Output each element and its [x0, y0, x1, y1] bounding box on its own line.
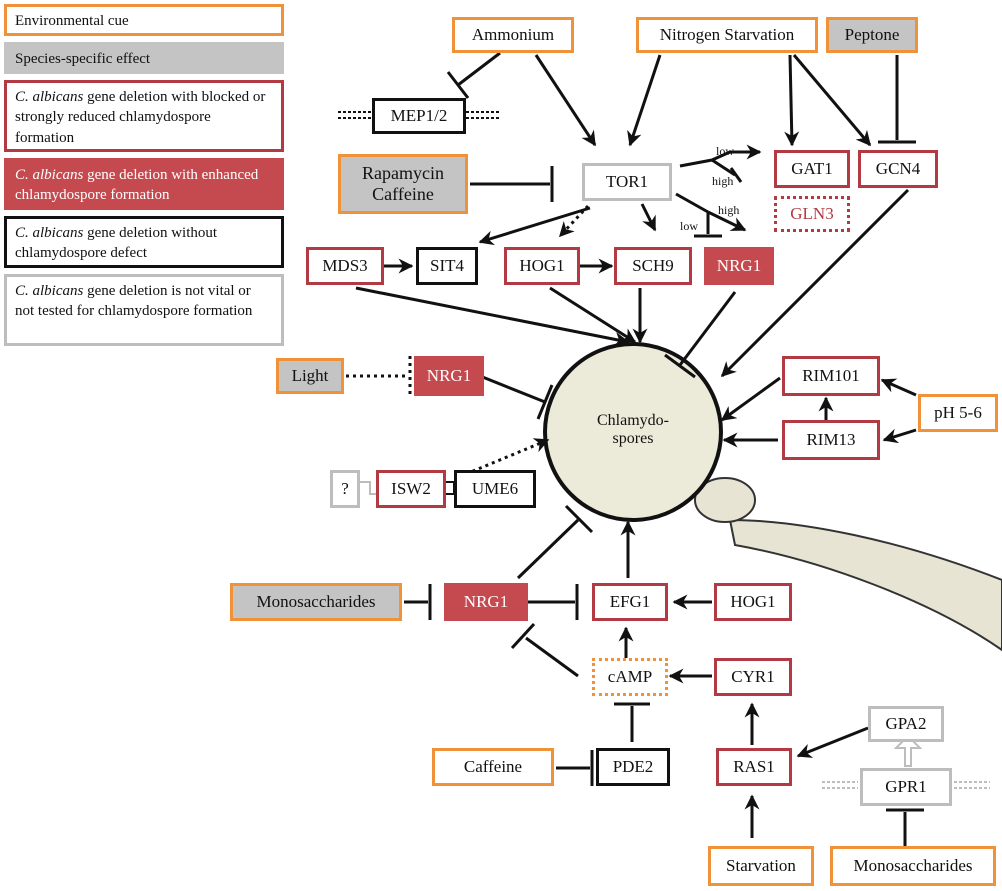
label-high-top: high	[712, 174, 734, 188]
node-light: Light	[276, 358, 344, 394]
legend-text: gene deletion with enhanced chlamydospor…	[15, 167, 259, 204]
legend-species-specific: Species-specific effect	[4, 42, 284, 74]
node-hog1-bottom: HOG1	[714, 583, 792, 621]
legend-not-tested: C. albicans gene deletion is not vital o…	[4, 274, 284, 346]
label-low-mid: low	[680, 219, 698, 233]
legend-blocked: C. albicans gene deletion with blocked o…	[4, 80, 284, 152]
legend-species: C. albicans	[15, 167, 84, 183]
legend-species: C. albicans	[15, 283, 84, 299]
node-rim13: RIM13	[782, 420, 880, 460]
node-camp: cAMP	[592, 658, 668, 696]
node-ph: pH 5-6	[918, 394, 998, 432]
legend-text: gene deletion is not vital or not tested…	[15, 283, 253, 320]
label-low-top: low	[716, 144, 734, 158]
node-sit4: SIT4	[416, 247, 478, 285]
node-pde2: PDE2	[596, 748, 670, 786]
legend-environmental-cue: Environmental cue	[4, 4, 284, 36]
node-rapamycin-caffeine: Rapamycin Caffeine	[338, 154, 468, 214]
node-ras1: RAS1	[716, 748, 792, 786]
legend-no-defect: C. albicans gene deletion without chlamy…	[4, 216, 284, 268]
node-gpa2: GPA2	[868, 706, 944, 742]
node-gat1: GAT1	[774, 150, 850, 188]
node-sch9: SCH9	[614, 247, 692, 285]
node-question: ?	[330, 470, 360, 508]
node-hog1-top: HOG1	[504, 247, 580, 285]
node-mep12: MEP1/2	[372, 98, 466, 134]
legend-text: Environmental cue	[15, 13, 129, 29]
node-monosaccharides-right: Monosaccharides	[830, 846, 996, 886]
node-nitrogen-starvation: Nitrogen Starvation	[636, 17, 818, 53]
node-efg1: EFG1	[592, 583, 668, 621]
node-nrg1-bottom: NRG1	[444, 583, 528, 621]
chlamydospore-cell	[543, 342, 723, 522]
node-peptone: Peptone	[826, 17, 918, 53]
node-isw2: ISW2	[376, 470, 446, 508]
node-chlamydospores: Chlamydo-spores	[597, 412, 669, 447]
node-gpr1: GPR1	[860, 768, 952, 806]
gpr1-to-gpa2-arrow	[893, 734, 923, 767]
legend-text: Species-specific effect	[15, 51, 151, 67]
node-tor1: TOR1	[582, 163, 672, 201]
node-cyr1: CYR1	[714, 658, 792, 696]
node-gln3: GLN3	[774, 196, 850, 232]
label-high-mid: high	[718, 203, 740, 217]
node-starvation: Starvation	[708, 846, 814, 886]
node-ume6: UME6	[454, 470, 536, 508]
node-caffeine: Caffeine	[432, 748, 554, 786]
node-gcn4: GCN4	[858, 150, 938, 188]
node-nrg1-top: NRG1	[704, 247, 774, 285]
legend-text: gene deletion with blocked or strongly r…	[15, 89, 266, 146]
node-nrg1-light: NRG1	[414, 356, 484, 396]
node-ammonium: Ammonium	[452, 17, 574, 53]
node-monosaccharides-left: Monosaccharides	[230, 583, 402, 621]
legend-species: C. albicans	[15, 89, 84, 105]
legend-species: C. albicans	[15, 225, 84, 241]
node-rim101: RIM101	[782, 356, 880, 396]
small-cell	[694, 477, 756, 523]
legend-text: gene deletion without chlamydospore defe…	[15, 225, 218, 262]
legend-enhanced: C. albicans gene deletion with enhanced …	[4, 158, 284, 210]
node-mds3: MDS3	[306, 247, 384, 285]
